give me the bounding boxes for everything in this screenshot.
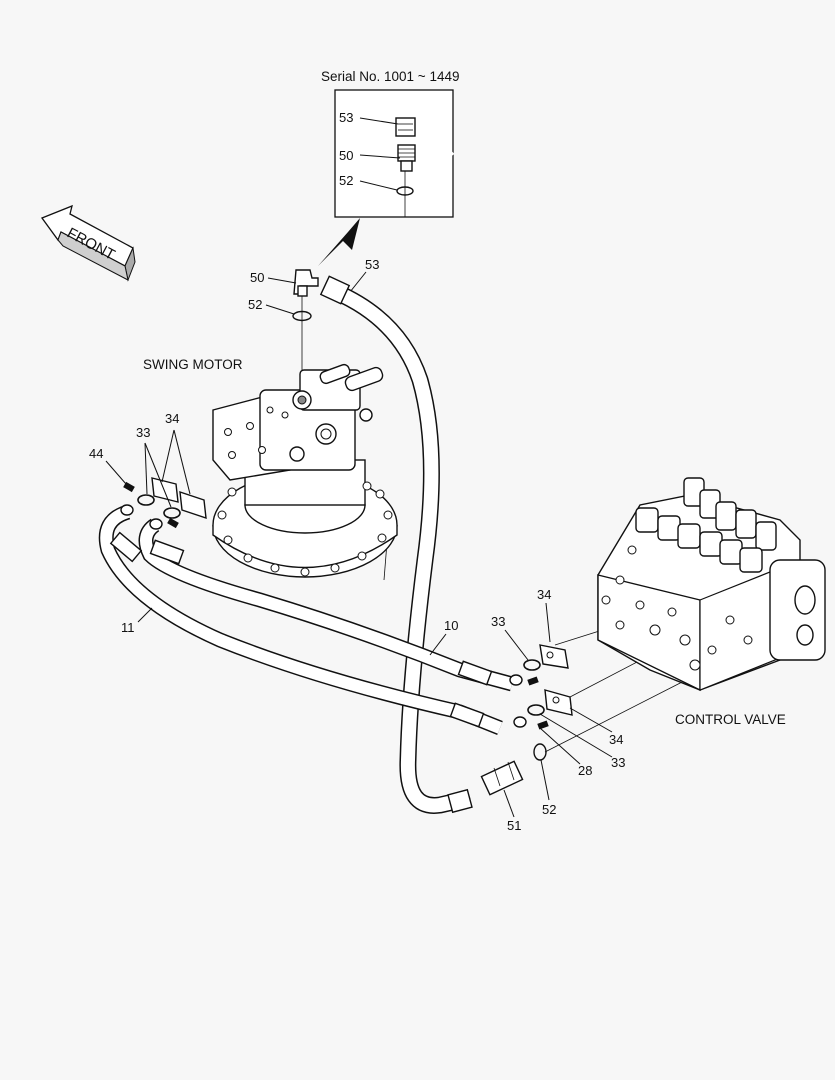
callout-52-top: 52 — [248, 297, 262, 312]
front-arrow: FRONT — [40, 204, 136, 282]
swing-motor-label: SWING MOTOR — [143, 357, 243, 372]
callout-34-upper: 34 — [537, 587, 551, 602]
callout-34-left: 34 — [165, 411, 179, 426]
right-fittings: 34 33 34 33 28 52 51 — [480, 587, 691, 833]
serial-inset: Serial No. 1001 ~ 1449 53 50 52 — [318, 69, 459, 266]
callout-10: 10 — [444, 618, 458, 633]
swing-motor: SWING MOTOR — [143, 357, 398, 578]
callout-28: 28 — [578, 763, 592, 778]
inset-callout-52: 52 — [339, 173, 353, 188]
callout-52-bottom: 52 — [542, 802, 556, 817]
hose-53 — [319, 275, 473, 814]
inset-callout-53: 53 — [339, 110, 353, 125]
control-valve-label: CONTROL VALVE — [675, 712, 786, 727]
inset-hose-nut — [395, 117, 416, 137]
callout-34-lower: 34 — [609, 732, 623, 747]
callout-11: 11 — [121, 620, 135, 635]
inset-frame — [334, 89, 454, 218]
callout-33-lower: 33 — [611, 755, 625, 770]
callout-51: 51 — [507, 818, 521, 833]
inset-pointer-arrow — [318, 218, 360, 266]
left-hose-assembly: 34 33 44 11 10 — [89, 411, 527, 735]
inset-callout-50: 50 — [339, 148, 353, 163]
callout-33-left: 33 — [136, 425, 150, 440]
callout-53: 53 — [365, 257, 379, 272]
callout-33-upper: 33 — [491, 614, 505, 629]
callout-50: 50 — [250, 270, 264, 285]
inset-serial-text: Serial No. 1001 ~ 1449 — [321, 69, 459, 84]
control-valve: CONTROL VALVE — [597, 477, 826, 727]
callout-44: 44 — [89, 446, 103, 461]
top-fittings: 50 52 53 — [248, 257, 379, 395]
